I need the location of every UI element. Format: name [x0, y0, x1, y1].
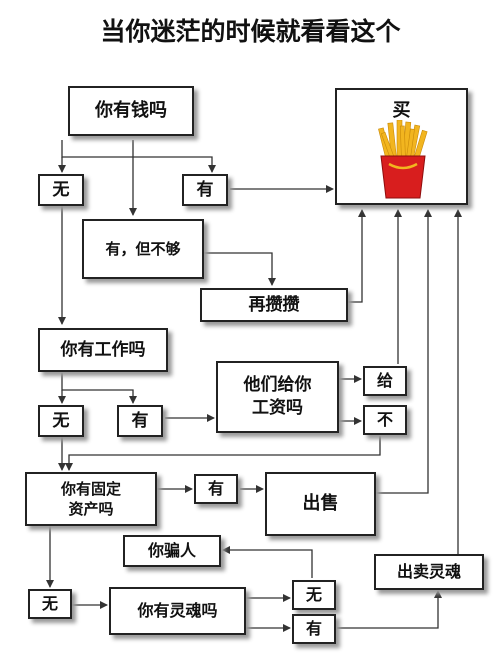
node-sell-soul: 出卖灵魂 [374, 554, 484, 590]
node-yes-1: 有 [182, 174, 228, 206]
node-yes-3: 有 [194, 474, 238, 504]
node-you-lie: 你骗人 [123, 535, 221, 567]
arrow-yes-to-sell-soul [337, 590, 442, 629]
buy-box: 买 [335, 88, 468, 205]
french-fries-icon [378, 120, 428, 199]
page-title: 当你迷茫的时候就看看这个 [100, 17, 401, 46]
buy-label: 买 [392, 100, 411, 121]
node-they-pay-salary: 他们给你 工资吗 [216, 361, 339, 433]
node-no-2: 无 [38, 405, 84, 437]
arrow-money-to-yes [61, 140, 216, 173]
arrow-save-to-buy [348, 209, 366, 303]
arrow-not-to-assets [65, 436, 381, 471]
arrow-sell-to-buy [376, 209, 432, 494]
node-they-pay-line1: 他们给你 [243, 375, 312, 396]
arrow-no-to-lie [222, 546, 313, 578]
node-no-4: 无 [28, 589, 72, 619]
node-they-pay-line2: 工资吗 [252, 398, 303, 418]
node-have-soul: 你有灵魂吗 [109, 587, 246, 635]
node-have-assets-line2: 资产吗 [68, 500, 114, 518]
arrow-not-enough-to-save [204, 252, 276, 286]
node-yes-4: 有 [292, 614, 336, 644]
node-have-assets: 你有固定 资产吗 [25, 472, 157, 526]
node-give: 给 [363, 366, 407, 396]
node-no-1: 无 [38, 174, 84, 206]
node-no-3: 无 [292, 580, 336, 610]
node-save-more: 再攒攒 [200, 288, 348, 322]
node-have-job: 你有工作吗 [38, 328, 168, 372]
node-yes-2: 有 [117, 405, 163, 437]
node-have-assets-line1: 你有固定 [60, 479, 121, 498]
node-sell: 出售 [265, 472, 376, 536]
node-have-money: 你有钱吗 [68, 86, 194, 136]
arrow-job-to-yes [61, 373, 137, 404]
node-yes-not-enough: 有，但不够 [82, 219, 204, 279]
node-not: 不 [363, 405, 407, 435]
